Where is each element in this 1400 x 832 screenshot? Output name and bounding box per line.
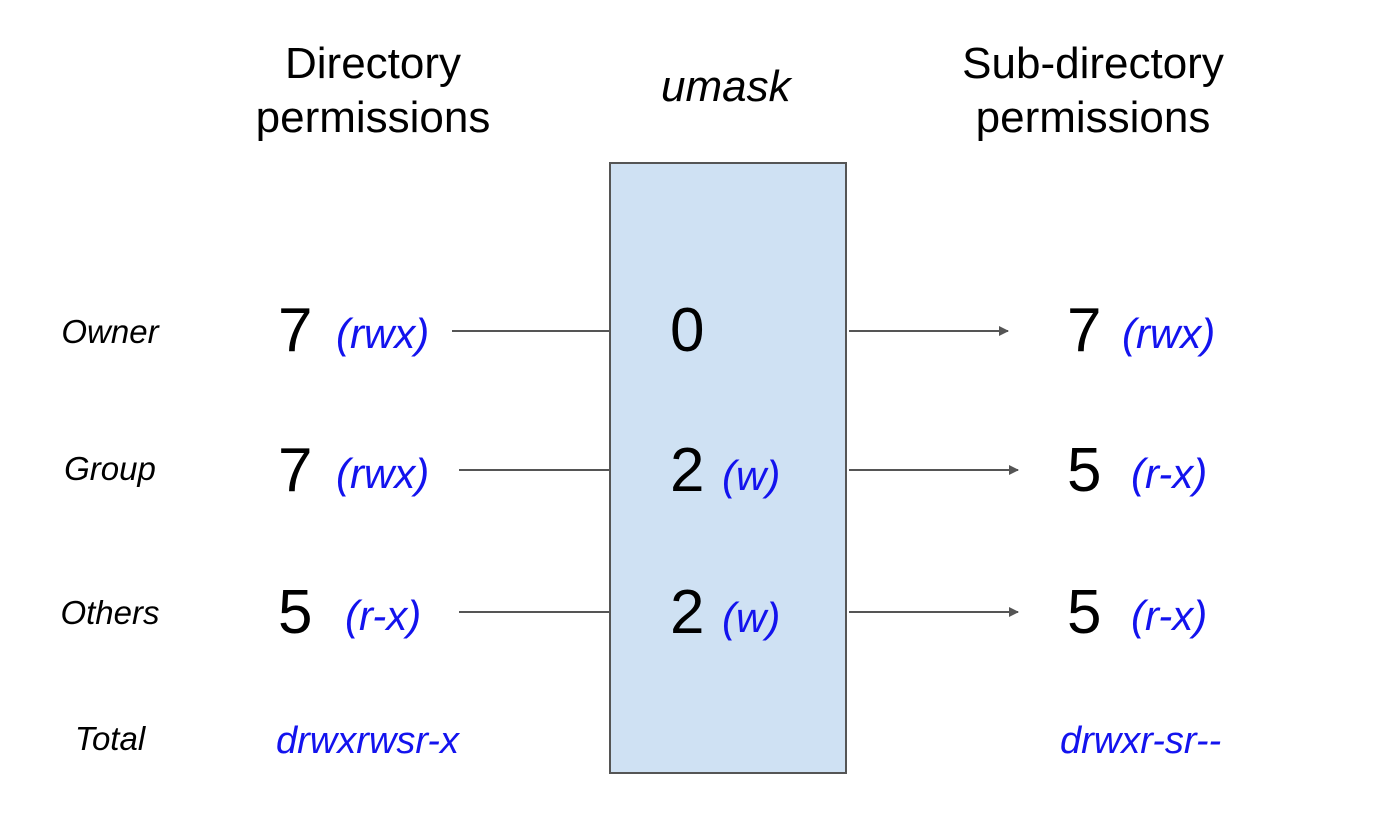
others-umask-value: 2 <box>670 578 705 647</box>
row-label-group: Group <box>64 450 156 487</box>
others-sub-perm: (r-x) <box>1131 592 1208 639</box>
group-sub-value: 5 <box>1067 436 1102 505</box>
group-umask-value: 2 <box>670 436 705 505</box>
directory-permissions-header: Directory permissions <box>173 37 573 145</box>
directory-header-line-1: Directory <box>284 39 462 88</box>
row-label-total: Total <box>74 720 146 757</box>
row-label-others: Others <box>60 594 160 631</box>
group-dir-value: 7 <box>278 436 313 505</box>
owner-sub-value: 7 <box>1067 296 1102 365</box>
total-dir-string: drwxrwsr-x <box>276 720 459 762</box>
owner-dir-perm: (rwx) <box>336 310 430 357</box>
group-umask-perm: (w) <box>722 452 781 499</box>
directory-header-line-2: permissions <box>255 93 491 142</box>
others-sub-value: 5 <box>1067 578 1102 647</box>
umask-header: umask <box>661 62 791 111</box>
owner-dir-value: 7 <box>278 296 313 365</box>
others-dir-value: 5 <box>278 578 313 647</box>
owner-sub-perm: (rwx) <box>1122 310 1216 357</box>
others-dir-perm: (r-x) <box>345 592 422 639</box>
row-label-owner: Owner <box>61 313 159 350</box>
subdirectory-header-line-1: Sub-directory <box>962 39 1224 88</box>
subdirectory-permissions-header: Sub-directory permissions <box>893 37 1293 145</box>
owner-umask-value: 0 <box>670 296 705 365</box>
total-sub-string: drwxr-sr-- <box>1060 720 1222 762</box>
group-dir-perm: (rwx) <box>336 450 430 497</box>
umask-box <box>609 162 847 774</box>
subdirectory-header-line-2: permissions <box>975 93 1211 142</box>
others-umask-perm: (w) <box>722 594 781 641</box>
group-sub-perm: (r-x) <box>1131 450 1208 497</box>
